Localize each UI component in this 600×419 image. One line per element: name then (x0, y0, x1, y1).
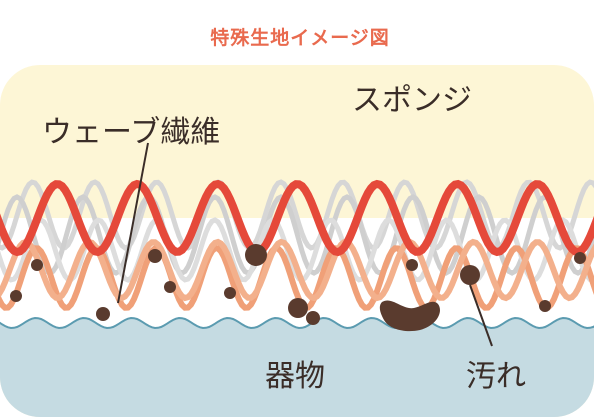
dirt-particle (306, 311, 320, 325)
dishware-label: 器物 (265, 359, 325, 394)
dirt-particle (148, 249, 162, 263)
dirt-particle (31, 259, 43, 271)
wave-fiber-label: ウェーブ繊維 (42, 115, 220, 150)
dirt-particles (10, 244, 586, 332)
dirt-particle (288, 298, 308, 318)
dirt-particle (224, 287, 236, 299)
dirt-particle (10, 290, 22, 302)
dirt-smear (379, 300, 440, 332)
dirt-label: 汚れ (466, 359, 526, 394)
dirt-particle (574, 252, 586, 264)
diagram-panel (0, 65, 594, 417)
sponge-label: スポンジ (352, 83, 472, 118)
dirt-particle (539, 300, 551, 312)
dirt-leader-line (469, 284, 493, 347)
diagram-title: 特殊生地イメージ図 (210, 26, 390, 49)
dirt-particle (460, 265, 480, 285)
dirt-particle (406, 259, 418, 271)
dirt-particle (96, 307, 110, 321)
dishware-surface (0, 316, 594, 417)
dirt-particle (164, 281, 176, 293)
dirt-particle (245, 244, 267, 266)
fiber-leader-line (117, 142, 149, 304)
wave-fiber-red (0, 179, 594, 257)
